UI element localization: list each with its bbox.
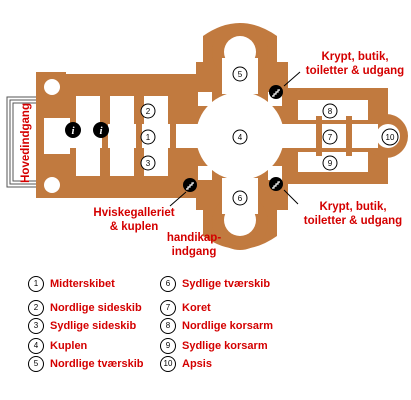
legend-label: Kuplen — [50, 340, 88, 352]
crypt-exit-text-south: Krypt, butik, toiletter & udgang — [303, 201, 403, 227]
svg-text:2: 2 — [146, 107, 151, 116]
whispering-gallery-text: Hviskegalleriet & kuplen — [93, 207, 175, 233]
svg-text:5: 5 — [238, 70, 243, 79]
crypt-exit-label-south: Krypt, butik, toiletter & udgang — [296, 200, 410, 228]
legend-label: Nordlige korsarm — [182, 320, 274, 332]
stairs-icon — [269, 85, 283, 99]
legend-label: Sydlige sideskib — [50, 320, 137, 332]
marker-7: 7 — [322, 129, 338, 145]
legend-item: 5 Nordlige tværskib — [28, 356, 144, 372]
legend-item: 1 Midterskibet — [28, 276, 115, 292]
marker-2: 2 — [140, 103, 156, 119]
plan-markers: 1 2 3 4 5 6 7 8 9 10 — [140, 66, 399, 206]
legend-number: 9 — [160, 338, 176, 354]
legend-number: 8 — [160, 318, 176, 334]
legend-label: Koret — [182, 302, 211, 314]
info-icon: i — [93, 122, 109, 138]
svg-text:i: i — [99, 125, 103, 137]
legend-number: 10 — [160, 356, 176, 372]
marker-4: 4 — [232, 129, 248, 145]
legend-label: Sydlige korsarm — [182, 340, 268, 352]
marker-10: 10 — [381, 128, 399, 146]
marker-8: 8 — [322, 103, 338, 119]
whispering-gallery-label: Hviskegalleriet & kuplen — [84, 206, 184, 234]
legend-number: 1 — [28, 276, 44, 292]
stairs-icon — [269, 177, 283, 191]
legend-item: 6 Sydlige tværskib — [160, 276, 270, 292]
legend-label: Nordlige tværskib — [50, 358, 144, 370]
marker-3: 3 — [140, 155, 156, 171]
legend-number: 3 — [28, 318, 44, 334]
stairs-icon — [183, 178, 197, 192]
legend-number: 4 — [28, 338, 44, 354]
marker-5: 5 — [232, 66, 248, 82]
legend-label: Apsis — [182, 358, 212, 370]
marker-6: 6 — [232, 190, 248, 206]
legend-label: Nordlige sideskib — [50, 302, 142, 314]
legend-item: 8 Nordlige korsarm — [160, 318, 273, 334]
legend-item: 10 Apsis — [160, 356, 212, 372]
legend-item: 7 Koret — [160, 300, 211, 316]
svg-text:4: 4 — [238, 133, 243, 142]
legend-number: 2 — [28, 300, 44, 316]
marker-1: 1 — [140, 129, 156, 145]
crypt-exit-text-north: Krypt, butik, toiletter & udgang — [305, 51, 405, 77]
svg-text:8: 8 — [328, 107, 333, 116]
main-entrance-label: Hovedindgang — [20, 103, 32, 183]
svg-text:10: 10 — [386, 133, 395, 142]
leader-lines — [169, 71, 301, 207]
legend-item: 3 Sydlige sideskib — [28, 318, 136, 334]
marker-9: 9 — [322, 155, 338, 171]
svg-text:6: 6 — [238, 194, 243, 203]
legend-label: Sydlige tværskib — [182, 278, 271, 290]
svg-text:3: 3 — [146, 159, 151, 168]
svg-text:9: 9 — [328, 159, 333, 168]
legend-label: Midterskibet — [50, 278, 115, 290]
svg-text:1: 1 — [146, 133, 151, 142]
legend-number: 7 — [160, 300, 176, 316]
legend-item: 2 Nordlige sideskib — [28, 300, 142, 316]
svg-text:7: 7 — [328, 133, 333, 142]
legend-number: 5 — [28, 356, 44, 372]
legend-number: 6 — [160, 276, 176, 292]
accessible-entrance-label: handikap- indgang — [156, 231, 232, 259]
accessible-entrance-text: handikap- indgang — [166, 232, 222, 258]
cathedral-floor-plan: 1 2 3 4 5 6 7 8 9 10 i i — [6, 23, 408, 250]
legend-item: 4 Kuplen — [28, 338, 87, 354]
crypt-exit-label-north: Krypt, butik, toiletter & udgang — [300, 50, 410, 78]
svg-text:i: i — [71, 125, 75, 137]
legend-item: 9 Sydlige korsarm — [160, 338, 268, 354]
info-icon: i — [65, 122, 81, 138]
